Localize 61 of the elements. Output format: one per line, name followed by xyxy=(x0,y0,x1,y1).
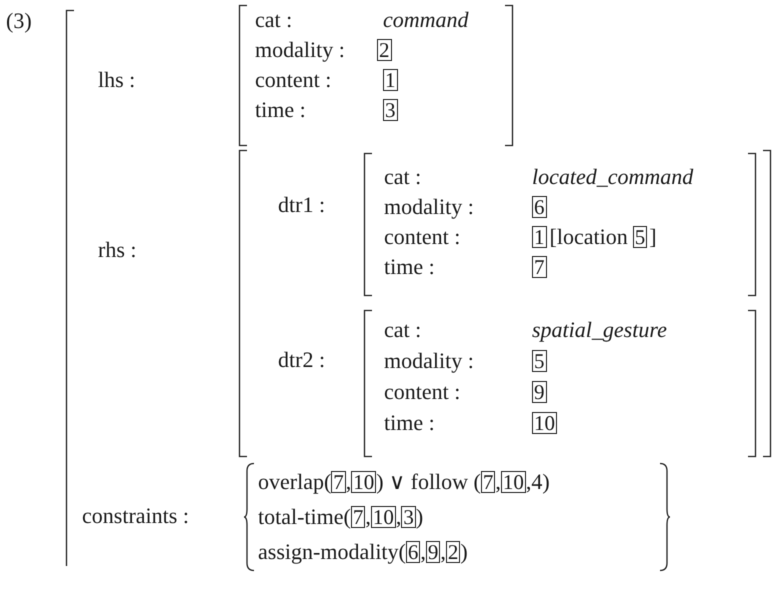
constraint-text: assign-modality( xyxy=(258,539,406,565)
attribute-label: time : xyxy=(255,97,306,123)
coindex-tag: 6 xyxy=(406,541,420,563)
attribute-label: dtr2 : xyxy=(278,347,326,373)
attribute-label: dtr1 : xyxy=(278,192,326,218)
attribute-value: command xyxy=(383,7,469,33)
attribute-label: cat : xyxy=(255,7,292,33)
coindex-tag: 9 xyxy=(532,381,546,403)
attribute-label: constraints : xyxy=(82,503,189,529)
coindex-tag: 7 xyxy=(480,471,496,493)
coindex-tag: 5 xyxy=(532,350,546,372)
constraint-text: ) xyxy=(416,504,424,530)
attribute-label: content : xyxy=(384,379,460,405)
attribute-label: time : xyxy=(384,410,435,436)
coindex-tag: 1 xyxy=(532,226,546,248)
attribute-label: time : xyxy=(384,254,435,280)
attribute-value: located_command xyxy=(532,164,694,190)
constraint-text: overlap( xyxy=(258,469,332,495)
attribute-value: spatial_gesture xyxy=(532,317,667,343)
attribute-label: cat : xyxy=(384,164,422,190)
coindex-tag: 7 xyxy=(331,471,346,493)
constraint-text: , xyxy=(396,504,402,530)
constraint-text: , xyxy=(420,539,426,565)
example-number: (3) xyxy=(6,8,32,34)
coindex-tag: 9 xyxy=(426,541,440,563)
coindex-tag: 3 xyxy=(383,99,398,121)
constraint-text: , xyxy=(495,469,501,495)
coindex-tag: 7 xyxy=(532,256,546,278)
constraint-text: total-time( xyxy=(258,504,351,530)
attribute-label: rhs : xyxy=(98,237,136,263)
constraint-text: , xyxy=(365,504,371,530)
attribute-label: modality : xyxy=(255,37,345,63)
coindex-tag: 2 xyxy=(377,39,392,61)
constraint-text: [location xyxy=(550,224,628,250)
constraint-text: , xyxy=(440,539,446,565)
feature-matrix xyxy=(364,153,756,296)
feature-matrix xyxy=(239,150,771,457)
coindex-tag: 3 xyxy=(401,506,416,528)
constraint-text: ) ∨ follow ( xyxy=(376,469,481,495)
attribute-label: lhs : xyxy=(98,67,136,93)
attribute-label: cat : xyxy=(384,317,422,343)
coindex-tag: 10 xyxy=(500,471,526,493)
coindex-tag: 10 xyxy=(351,471,376,493)
coindex-tag: 5 xyxy=(632,226,648,248)
constraint-text: , xyxy=(346,469,352,495)
attribute-label: modality : xyxy=(384,348,474,374)
attribute-label: content : xyxy=(255,67,332,93)
coindex-tag: 6 xyxy=(532,196,546,218)
constraint-set xyxy=(244,463,670,571)
attribute-label: modality : xyxy=(384,194,474,220)
feature-matrix xyxy=(239,5,513,146)
attribute-label: content : xyxy=(384,224,460,250)
coindex-tag: 10 xyxy=(532,412,557,434)
constraint-text: ) xyxy=(460,539,468,565)
feature-matrix xyxy=(364,310,756,457)
coindex-tag: 10 xyxy=(370,506,396,528)
constraint-text: ,4) xyxy=(526,469,550,495)
coindex-tag: 2 xyxy=(446,541,460,563)
coindex-tag: 7 xyxy=(350,506,366,528)
coindex-tag: 1 xyxy=(383,69,398,91)
constraint-text: ] xyxy=(649,224,657,250)
